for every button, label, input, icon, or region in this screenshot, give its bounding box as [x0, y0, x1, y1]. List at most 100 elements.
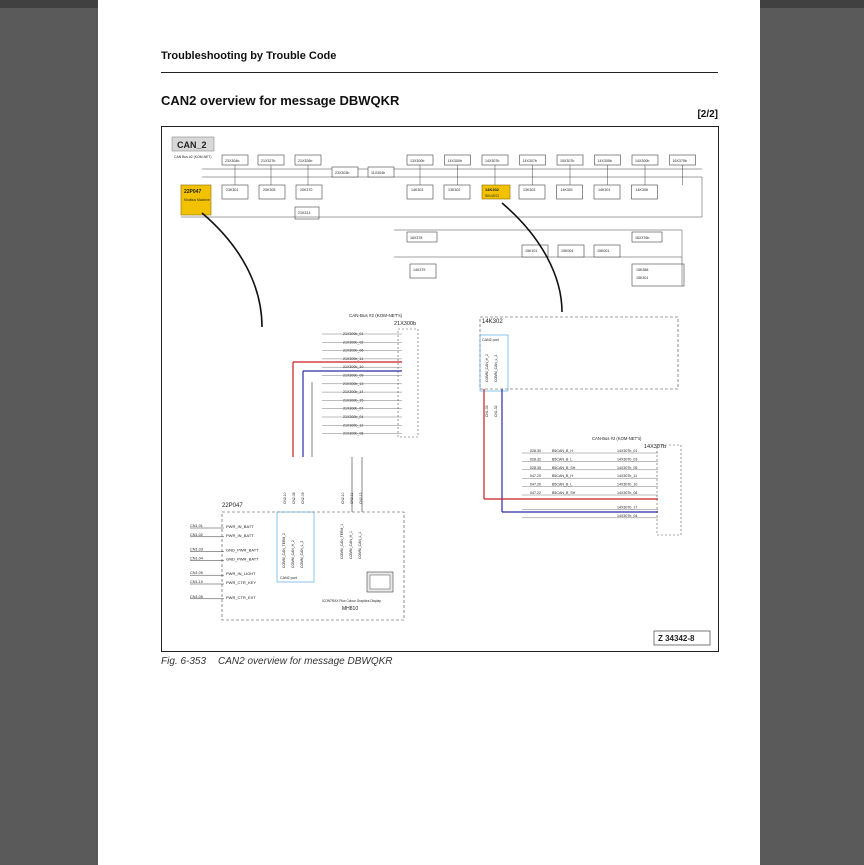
module-id: 14K302 [482, 319, 503, 325]
can-signal-label: COMM_CAN_L_2 [300, 541, 304, 568]
module-label: 16X376b [635, 236, 649, 240]
can-port-label: CAN2 port [280, 576, 297, 580]
connector-signal-label: B5CAN_B_L [552, 483, 572, 487]
can-signal-label: COMM_CAN_TERM_2 [282, 533, 286, 568]
module-id: 22P047 [222, 503, 243, 509]
display-label: ICONTRAX Plus Colour Graphics Display [322, 599, 381, 603]
lower-box [631, 263, 685, 287]
module-box-row2 [221, 184, 249, 200]
module-pin-label: CN1.04 [190, 556, 203, 560]
module-pin-label: CN1.10 [190, 580, 203, 584]
module-box-row2-right [631, 184, 658, 200]
bus-label: CAN_2 [177, 140, 207, 150]
module-signal-label: GND_PWR_BATT [226, 548, 259, 553]
connector-box-21x300b [397, 328, 419, 438]
module-pin-label: CN1.05 [190, 595, 203, 599]
module-label: 14K303 [411, 188, 423, 192]
connector-label: 14X307b [485, 159, 499, 163]
connector-wire-label: 028.30 [530, 449, 541, 453]
header-rule [161, 72, 718, 73]
connector-label: 14X300b [448, 159, 462, 163]
module-label: 14K301 [561, 188, 573, 192]
connector-pin-label: 14X307b_17 [617, 505, 637, 509]
highlight-box-14k302 [481, 184, 511, 200]
display-id: MH810 [342, 606, 358, 612]
module-box-row2-right [556, 184, 583, 200]
module-pin-label: CN1.09 [190, 571, 203, 575]
connector-pin-label: 14X307b_01 [617, 449, 637, 453]
connector-title: CAN-Bus #2 (KOM-NET's) [349, 313, 403, 318]
module-box-row2-right [443, 184, 471, 200]
can-pin-label: CN1.32 [494, 405, 498, 417]
page-title: CAN2 overview for message DBWQKR [161, 93, 400, 108]
figure-number-box [653, 630, 711, 646]
can-signal-label: COMM_CAN_H_2 [485, 354, 489, 382]
module-box-row2 [295, 184, 323, 200]
connector-label: 21X327b [261, 159, 275, 163]
connector-signal-label: B5CAN_B_SH [552, 466, 576, 470]
connector-box-mid [331, 166, 359, 178]
module-label: 14K308 [636, 188, 648, 192]
connector-wire-label: 028.32 [530, 457, 541, 461]
module-box-row2-right [406, 184, 434, 200]
figure-number: Fig. 6-353 [161, 656, 207, 667]
connector-pin-label: 14X307b_04 [617, 514, 637, 518]
module-label: 13K303 [523, 188, 535, 192]
can2-port-box-22p047 [276, 511, 315, 583]
can-port-label: CAN2 port [482, 338, 499, 342]
can2-port-box-14k302 [479, 334, 509, 392]
figure-caption: Fig. 6-353 CAN2 overview for message DBWQ… [161, 656, 405, 667]
connector-pin-label: 14X307b_05 [617, 466, 637, 470]
connector-wire-label: 047.20 [530, 474, 541, 478]
module-label: 15K004 [561, 249, 573, 253]
can-pin-label: CN2.12 [359, 492, 363, 504]
connector-pin-label: 14X307b_11 [617, 474, 637, 478]
can-signal-label: COMM_CAN_L_1 [358, 532, 362, 559]
highlight-label: 14K302 [485, 187, 500, 192]
callout-curve-right [501, 202, 563, 313]
connector-label: 21X326b [298, 159, 312, 163]
module-signal-label: GND_PWR_BATT [226, 556, 259, 561]
module-label: 21K313 [298, 211, 310, 215]
connector-label: 13X300b [410, 159, 424, 163]
module-box-row2-right [593, 184, 621, 200]
module-signal-label: PWR_IN_BATT [226, 524, 254, 529]
module-label: 13K302 [448, 188, 460, 192]
can-signal-label: COMM_CAN_H_2 [291, 540, 295, 568]
figure-caption-text: CAN2 overview for message DBWQKR [218, 656, 393, 667]
display-screen [369, 574, 391, 590]
connector-box-mid [367, 166, 395, 178]
connector-signal-label: B5CAN_B_L [552, 457, 572, 461]
module-label: 14K379 [413, 268, 425, 272]
connector-pin-label: 14X307b_03 [617, 457, 637, 461]
module-pin-label: CN1.02 [190, 533, 203, 537]
highlight-sublabel: Modbus Machine [184, 198, 210, 202]
connector-box-14x307b [656, 444, 682, 536]
module-signal-label: PWR_CTR_EXT [226, 595, 256, 600]
can-signal-label: COMM_CAN_H_1 [349, 531, 353, 559]
bus-label-box [171, 136, 215, 152]
module-signal-label: PWR_IN_BATT [226, 533, 254, 538]
can-signal-label: COMM_CAN_TERM_1 [340, 524, 344, 559]
module-label: 14K301 [598, 188, 610, 192]
connector-title: CAN-Bus #2 (KOM-NET's) [592, 436, 642, 441]
module-label: 20K305 [263, 188, 275, 192]
lower-box [631, 231, 663, 243]
module-box-row2-right [518, 184, 546, 200]
module-label: 15K388 [636, 268, 648, 272]
highlight-label: 22P047 [184, 189, 201, 195]
bus-sublabel: CAN Bus #2 (KOM-NET) [174, 155, 212, 159]
connector-pin-label: 14X307b_08 [617, 491, 637, 495]
module-label: 23K301 [226, 188, 238, 192]
module-pin-label: CN1.01 [190, 524, 203, 528]
connector-pin-label: 14X307b_10 [617, 483, 637, 487]
lower-small-box [593, 244, 621, 258]
can-pin-label: CN2.08 [292, 492, 296, 504]
connector-wire-label: 028.35 [530, 466, 541, 470]
lower-box [409, 263, 437, 279]
page-indicator: [2/2] [697, 109, 718, 120]
highlight-sublabel: SKLVECI [485, 194, 499, 198]
connector-wire-label: 047.22 [530, 491, 541, 495]
